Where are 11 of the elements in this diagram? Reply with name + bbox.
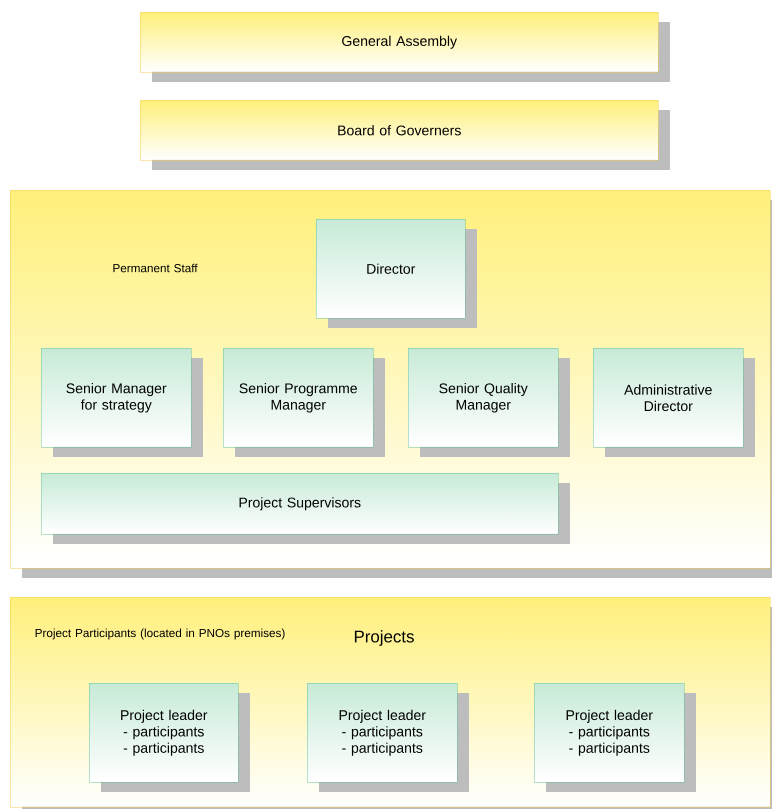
staff-box: Director: [316, 219, 477, 328]
governance-box: Board of Governers: [140, 100, 670, 170]
staff-box: Senior Programme Manager: [223, 348, 385, 457]
staff-box: Project leader - participants - participants: [89, 683, 250, 792]
staff-box: Administrative Director: [593, 348, 755, 457]
staff-box: Project leader - participants - participants: [307, 683, 469, 792]
governance-box: General Assembly: [140, 12, 670, 82]
staff-box: Project leader - participants - participants: [534, 683, 696, 792]
staff-box: Senior Quality Manager: [408, 348, 570, 457]
staff-box: Project Supervisors: [41, 473, 570, 544]
staff-box: Senior Manager for strategy: [41, 348, 203, 457]
